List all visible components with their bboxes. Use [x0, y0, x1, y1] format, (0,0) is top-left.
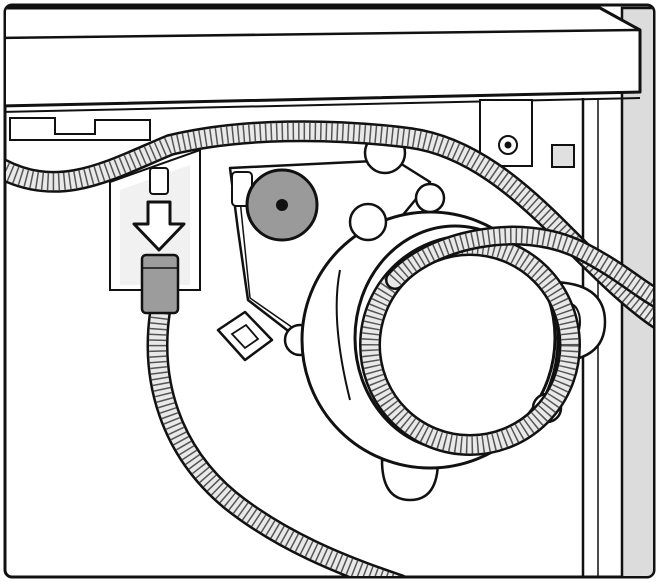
mounting-bracket [479, 99, 533, 167]
drum-mount-bump-bottom [380, 458, 440, 502]
drum-lug-1 [348, 202, 388, 242]
lid-bottom-edge [6, 97, 641, 113]
retaining-clip-hole [230, 323, 260, 350]
drum-lip [335, 269, 351, 401]
hose-clamp-bracket [9, 117, 151, 141]
side-clip [551, 144, 575, 168]
coiled-hose-ring-ribs [361, 236, 579, 454]
filter-housing-inner-edge [237, 179, 297, 331]
hose-connector-stub [149, 167, 169, 195]
lid-front-edge [6, 28, 641, 40]
hose-coupling [140, 253, 180, 315]
right-hose-ribs [389, 228, 653, 307]
machine-top-lid [6, 6, 642, 108]
down-arrow-icon [132, 200, 186, 252]
drain-hose-ribs [149, 310, 403, 576]
knob-center-dot [276, 199, 288, 211]
drum-lug-2 [414, 182, 446, 214]
screw-center [504, 141, 512, 149]
